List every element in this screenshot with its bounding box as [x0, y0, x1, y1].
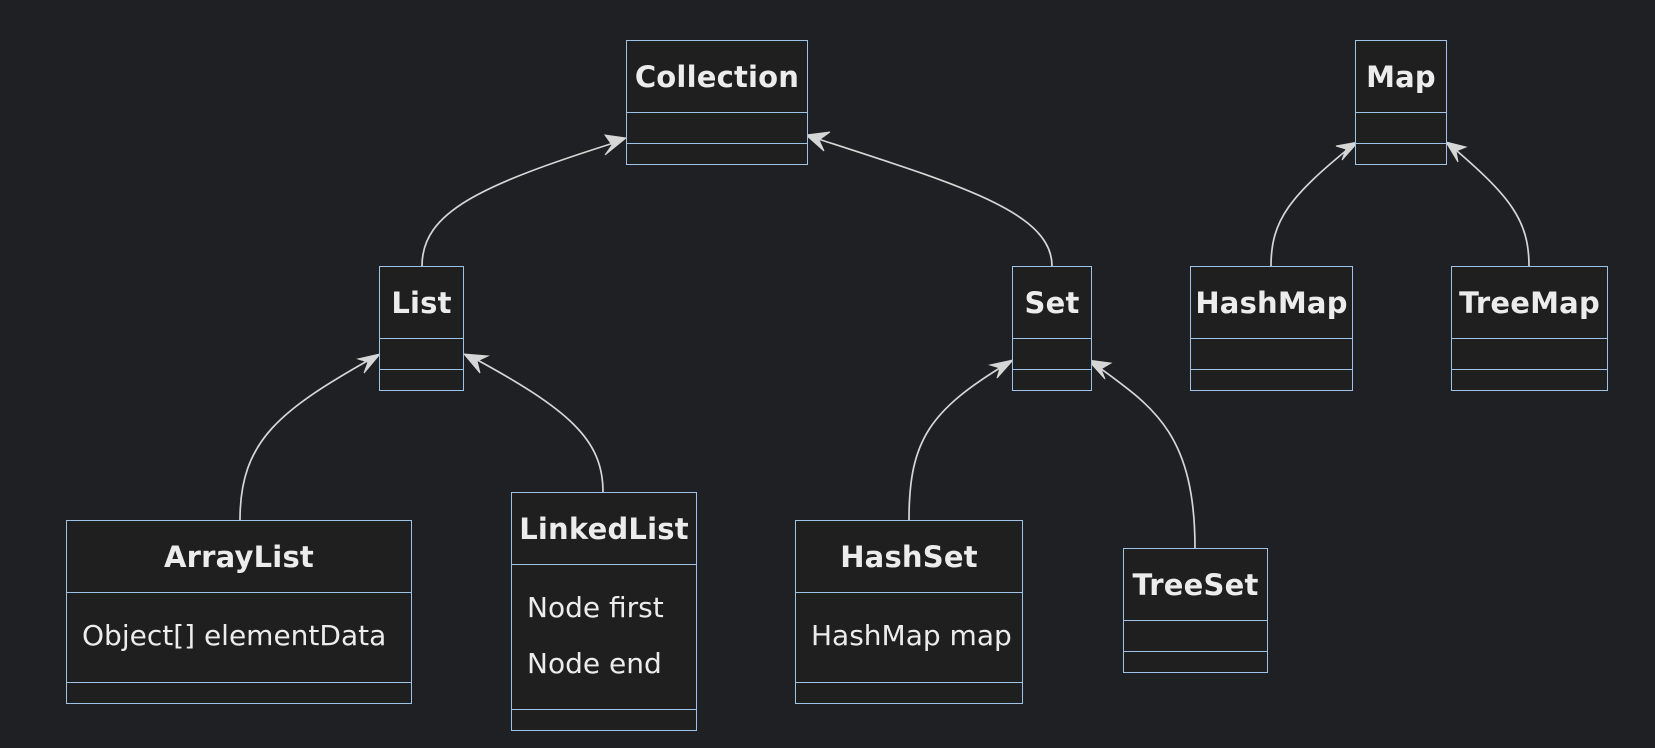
class-box-linkedlist[interactable]: LinkedList Node first Node end — [511, 492, 697, 731]
class-name: Set — [1013, 267, 1091, 339]
attribute: HashMap map — [811, 619, 1012, 652]
class-box-hashmap[interactable]: HashMap — [1190, 266, 1353, 391]
class-box-arraylist[interactable]: ArrayList Object[] elementData — [66, 520, 412, 704]
arrowhead-list-right — [462, 353, 490, 374]
methods-section — [67, 683, 411, 703]
class-box-map[interactable]: Map — [1355, 40, 1447, 165]
attributes-section — [627, 113, 807, 144]
class-name: HashMap — [1191, 267, 1352, 339]
methods-section — [512, 710, 696, 730]
edge-hashmap-to-map — [1270, 144, 1354, 267]
methods-section — [1452, 370, 1607, 390]
class-name: Collection — [627, 41, 807, 113]
attributes-section: Object[] elementData — [67, 593, 411, 683]
arrowhead-set-right — [1086, 359, 1113, 380]
methods-section — [1013, 370, 1091, 390]
edge-treemap-to-map — [1449, 144, 1530, 267]
methods-section — [380, 370, 463, 390]
class-name: ArrayList — [67, 521, 411, 593]
edge-list-to-collection — [421, 140, 621, 267]
arrowhead-set-left — [988, 359, 1015, 379]
class-name: LinkedList — [512, 493, 696, 565]
attribute: Node end — [527, 647, 662, 680]
class-box-hashset[interactable]: HashSet HashMap map — [795, 520, 1023, 704]
class-box-treeset[interactable]: TreeSet — [1123, 548, 1268, 673]
attributes-section: HashMap map — [796, 593, 1022, 683]
edge-treeset-to-set — [1092, 362, 1196, 549]
attributes-section — [1452, 339, 1607, 370]
arrowhead-collection-left — [603, 134, 628, 156]
arrowhead-map-left — [1335, 141, 1360, 161]
methods-section — [627, 144, 807, 164]
class-box-collection[interactable]: Collection — [626, 40, 808, 165]
attributes-section — [1124, 621, 1267, 652]
attributes-section — [380, 339, 463, 370]
class-name: List — [380, 267, 463, 339]
class-box-set[interactable]: Set — [1012, 266, 1092, 391]
edge-arraylist-to-list — [239, 355, 377, 521]
class-box-list[interactable]: List — [379, 266, 464, 391]
class-name: TreeSet — [1124, 549, 1267, 621]
class-name: TreeMap — [1452, 267, 1607, 339]
edge-set-to-collection — [811, 136, 1053, 267]
methods-section — [1124, 652, 1267, 672]
methods-section — [1356, 144, 1446, 164]
edge-hashset-to-set — [908, 362, 1009, 521]
methods-section — [1191, 370, 1352, 390]
methods-section — [796, 683, 1022, 703]
class-box-treemap[interactable]: TreeMap — [1451, 266, 1608, 391]
attribute: Node first — [527, 591, 664, 624]
arrowhead-collection-right — [804, 131, 831, 152]
arrowhead-list-left — [356, 353, 382, 374]
attributes-section — [1191, 339, 1352, 370]
attributes-section: Node first Node end — [512, 565, 696, 710]
class-name: HashSet — [796, 521, 1022, 593]
attribute: Object[] elementData — [82, 619, 387, 652]
attributes-section — [1356, 113, 1446, 144]
attributes-section — [1013, 339, 1091, 370]
class-name: Map — [1356, 41, 1446, 113]
edge-linkedlist-to-list — [469, 355, 604, 493]
arrowhead-map-right — [1444, 141, 1468, 163]
